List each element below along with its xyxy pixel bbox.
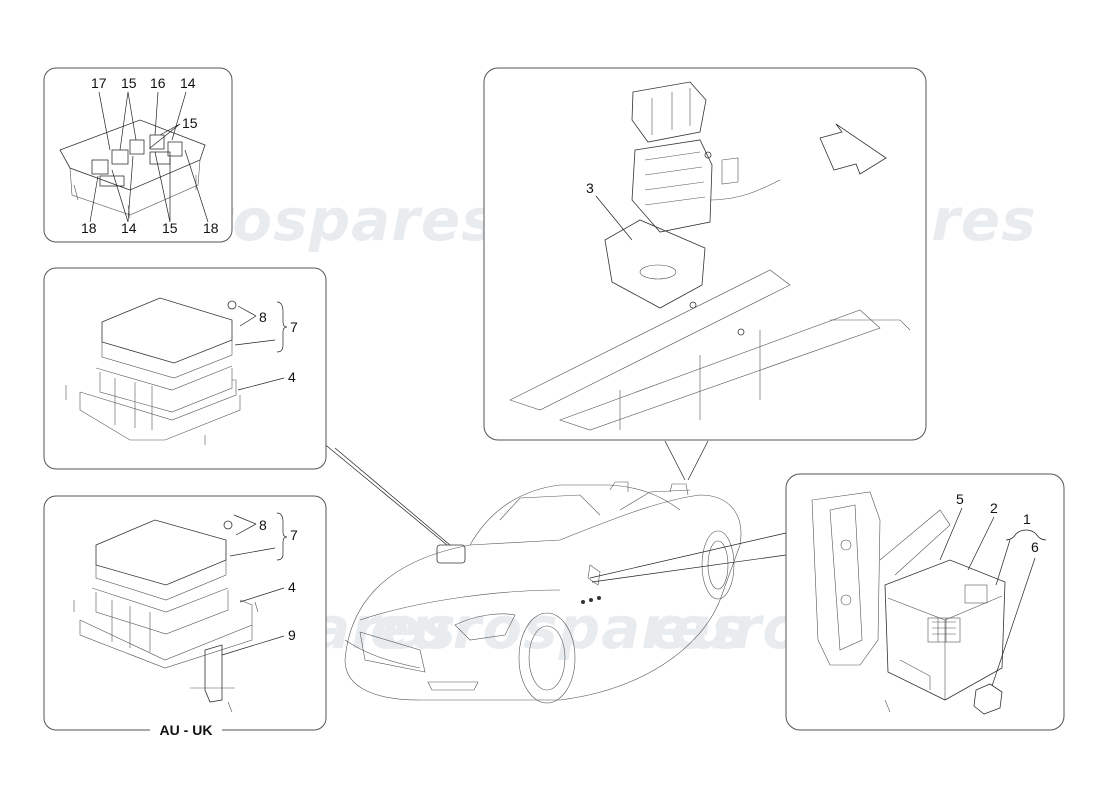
- callout-8: 8: [259, 309, 267, 325]
- callout-6: 6: [1031, 539, 1039, 555]
- callout-group: 8 7 4 9: [259, 517, 298, 643]
- panel-fusebox-relays: 17 15 16 14 15 18 14 15 18: [43, 67, 233, 243]
- callout-3: 3: [586, 180, 594, 196]
- callout-5: 5: [956, 491, 964, 507]
- callout-17: 17: [91, 75, 107, 91]
- car-illustration: [344, 481, 742, 704]
- callout-15: 15: [121, 75, 137, 91]
- callout-8: 8: [259, 517, 267, 533]
- callout-15: 15: [162, 220, 178, 236]
- callout-group: 8 7 4: [259, 309, 298, 385]
- callout-group: 17 15 16 14 15 18 14 15 18: [81, 75, 219, 236]
- callout-15: 15: [182, 115, 198, 131]
- callout-18: 18: [203, 220, 219, 236]
- panel-control-module: 8 7 4: [43, 267, 327, 470]
- region-label-bg: [150, 722, 222, 738]
- callout-4: 4: [288, 579, 296, 595]
- panel-control-module-au-uk: 8 7 4 9 AU - UK: [43, 495, 327, 738]
- callout-4: 4: [288, 369, 296, 385]
- panel-interior-fusebox: 5 2 1 6: [785, 473, 1065, 731]
- region-label: AU - UK: [160, 722, 213, 738]
- panel-engine-bay: 3: [483, 67, 927, 441]
- callout-18: 18: [81, 220, 97, 236]
- callout-14: 14: [180, 75, 196, 91]
- watermark: eurospares: [370, 594, 747, 662]
- callout-1: 1: [1023, 511, 1031, 527]
- callout-16: 16: [150, 75, 166, 91]
- callout-9: 9: [288, 627, 296, 643]
- callout-7: 7: [290, 527, 298, 543]
- callout-2: 2: [990, 500, 998, 516]
- panel-leaders: [321, 440, 787, 583]
- callout-14: 14: [121, 220, 137, 236]
- callout-7: 7: [290, 319, 298, 335]
- callout-group: 5 2 1 6: [956, 491, 1039, 555]
